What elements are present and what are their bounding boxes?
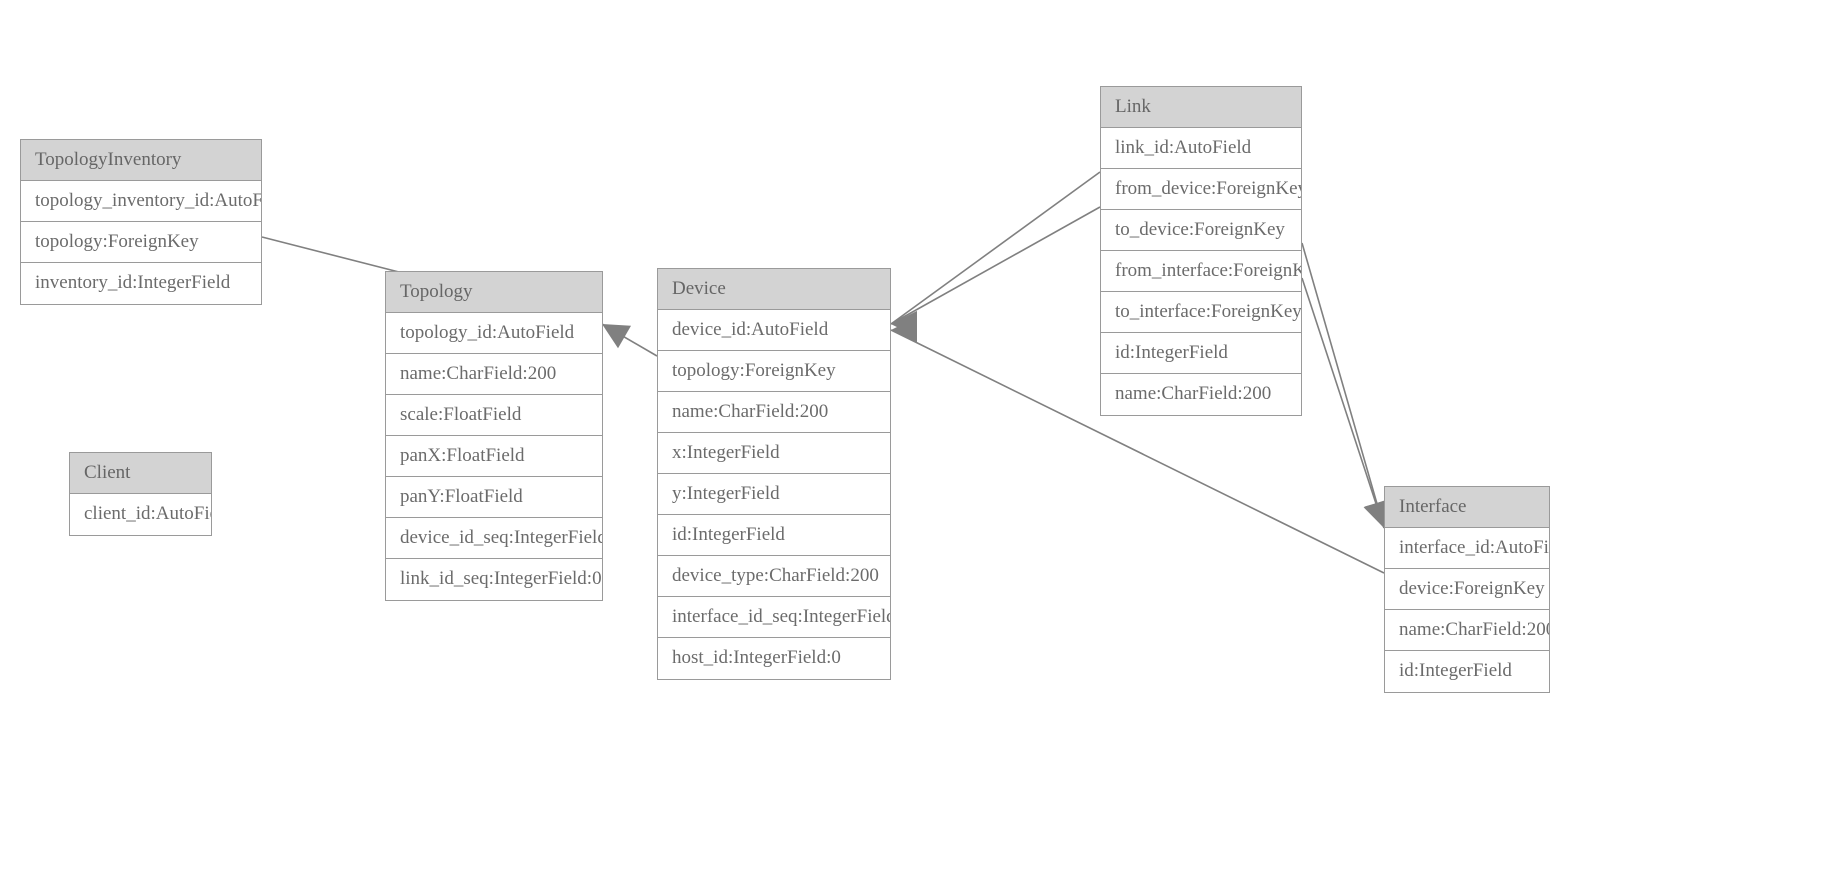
entity-field: device_type:CharField:200 bbox=[658, 556, 890, 597]
relationship-arrowhead-interface-device-to-device bbox=[891, 317, 917, 343]
relationship-line-device-to-topology bbox=[601, 323, 658, 357]
entity-field: interface_id:AutoField bbox=[1385, 528, 1549, 569]
entity-title-device: Device bbox=[658, 269, 890, 310]
entity-field: to_device:ForeignKey bbox=[1101, 210, 1301, 251]
entity-field: x:IntegerField bbox=[658, 433, 890, 474]
entity-box-client[interactable]: Client client_id:AutoField bbox=[69, 452, 212, 536]
entity-field: device:ForeignKey bbox=[1385, 569, 1549, 610]
entity-field: to_interface:ForeignKey bbox=[1101, 292, 1301, 333]
entity-field: from_device:ForeignKey bbox=[1101, 169, 1301, 210]
entity-field: name:CharField:200 bbox=[1385, 610, 1549, 651]
entity-field: name:CharField:200 bbox=[658, 392, 890, 433]
relationship-line-link-from-interface-to-interface bbox=[1301, 242, 1385, 529]
entity-title-topology: Topology bbox=[386, 272, 602, 313]
entity-box-interface[interactable]: Interfaceinterface_id:AutoFielddevice:Fo… bbox=[1384, 486, 1550, 693]
entity-title-client: Client bbox=[70, 453, 211, 494]
entity-field: inventory_id:IntegerField bbox=[35, 272, 231, 293]
entity-field: panY:FloatField bbox=[386, 477, 602, 518]
entity-title-link: Link bbox=[1101, 87, 1301, 128]
relationship-line-link-from-device-to-device bbox=[890, 171, 1101, 325]
entity-field: topology_inventory_id:AutoField bbox=[21, 181, 261, 222]
relationship-line-link-to-device-to-device bbox=[890, 206, 1101, 325]
entity-field: host_id:IntegerField:0 bbox=[672, 647, 841, 668]
entity-field: device_id:AutoField bbox=[658, 310, 890, 351]
entity-field: panX:FloatField bbox=[386, 436, 602, 477]
entity-field: link_id:AutoField bbox=[1101, 128, 1301, 169]
relationship-arrowhead-link-to-device-to-device bbox=[891, 311, 917, 337]
relationship-arrowhead-link-from-device-to-device bbox=[891, 311, 917, 337]
entity-field: id:IntegerField bbox=[1399, 660, 1512, 681]
relationship-line-link-to-interface-to-interface bbox=[1301, 277, 1385, 529]
entity-field: scale:FloatField bbox=[386, 395, 602, 436]
entity-field: topology_id:AutoField bbox=[386, 313, 602, 354]
entity-field: client_id:AutoField bbox=[84, 503, 211, 524]
entity-field: device_id_seq:IntegerField:0 bbox=[386, 518, 602, 559]
entity-field: from_interface:ForeignKey bbox=[1101, 251, 1301, 292]
entity-field: name:CharField:200 bbox=[386, 354, 602, 395]
entity-title-topologyinventory: TopologyInventory bbox=[21, 140, 261, 181]
entity-field: interface_id_seq:IntegerField:0 bbox=[658, 597, 890, 638]
entity-title-interface: Interface bbox=[1385, 487, 1549, 528]
entity-field: topology:ForeignKey bbox=[21, 222, 261, 263]
entity-field: y:IntegerField bbox=[658, 474, 890, 515]
entity-field: topology:ForeignKey bbox=[658, 351, 890, 392]
entity-field: link_id_seq:IntegerField:0 bbox=[400, 568, 602, 589]
entity-field: id:IntegerField bbox=[1101, 333, 1301, 374]
entity-field: id:IntegerField bbox=[658, 515, 890, 556]
entity-field: name:CharField:200 bbox=[1115, 383, 1272, 404]
